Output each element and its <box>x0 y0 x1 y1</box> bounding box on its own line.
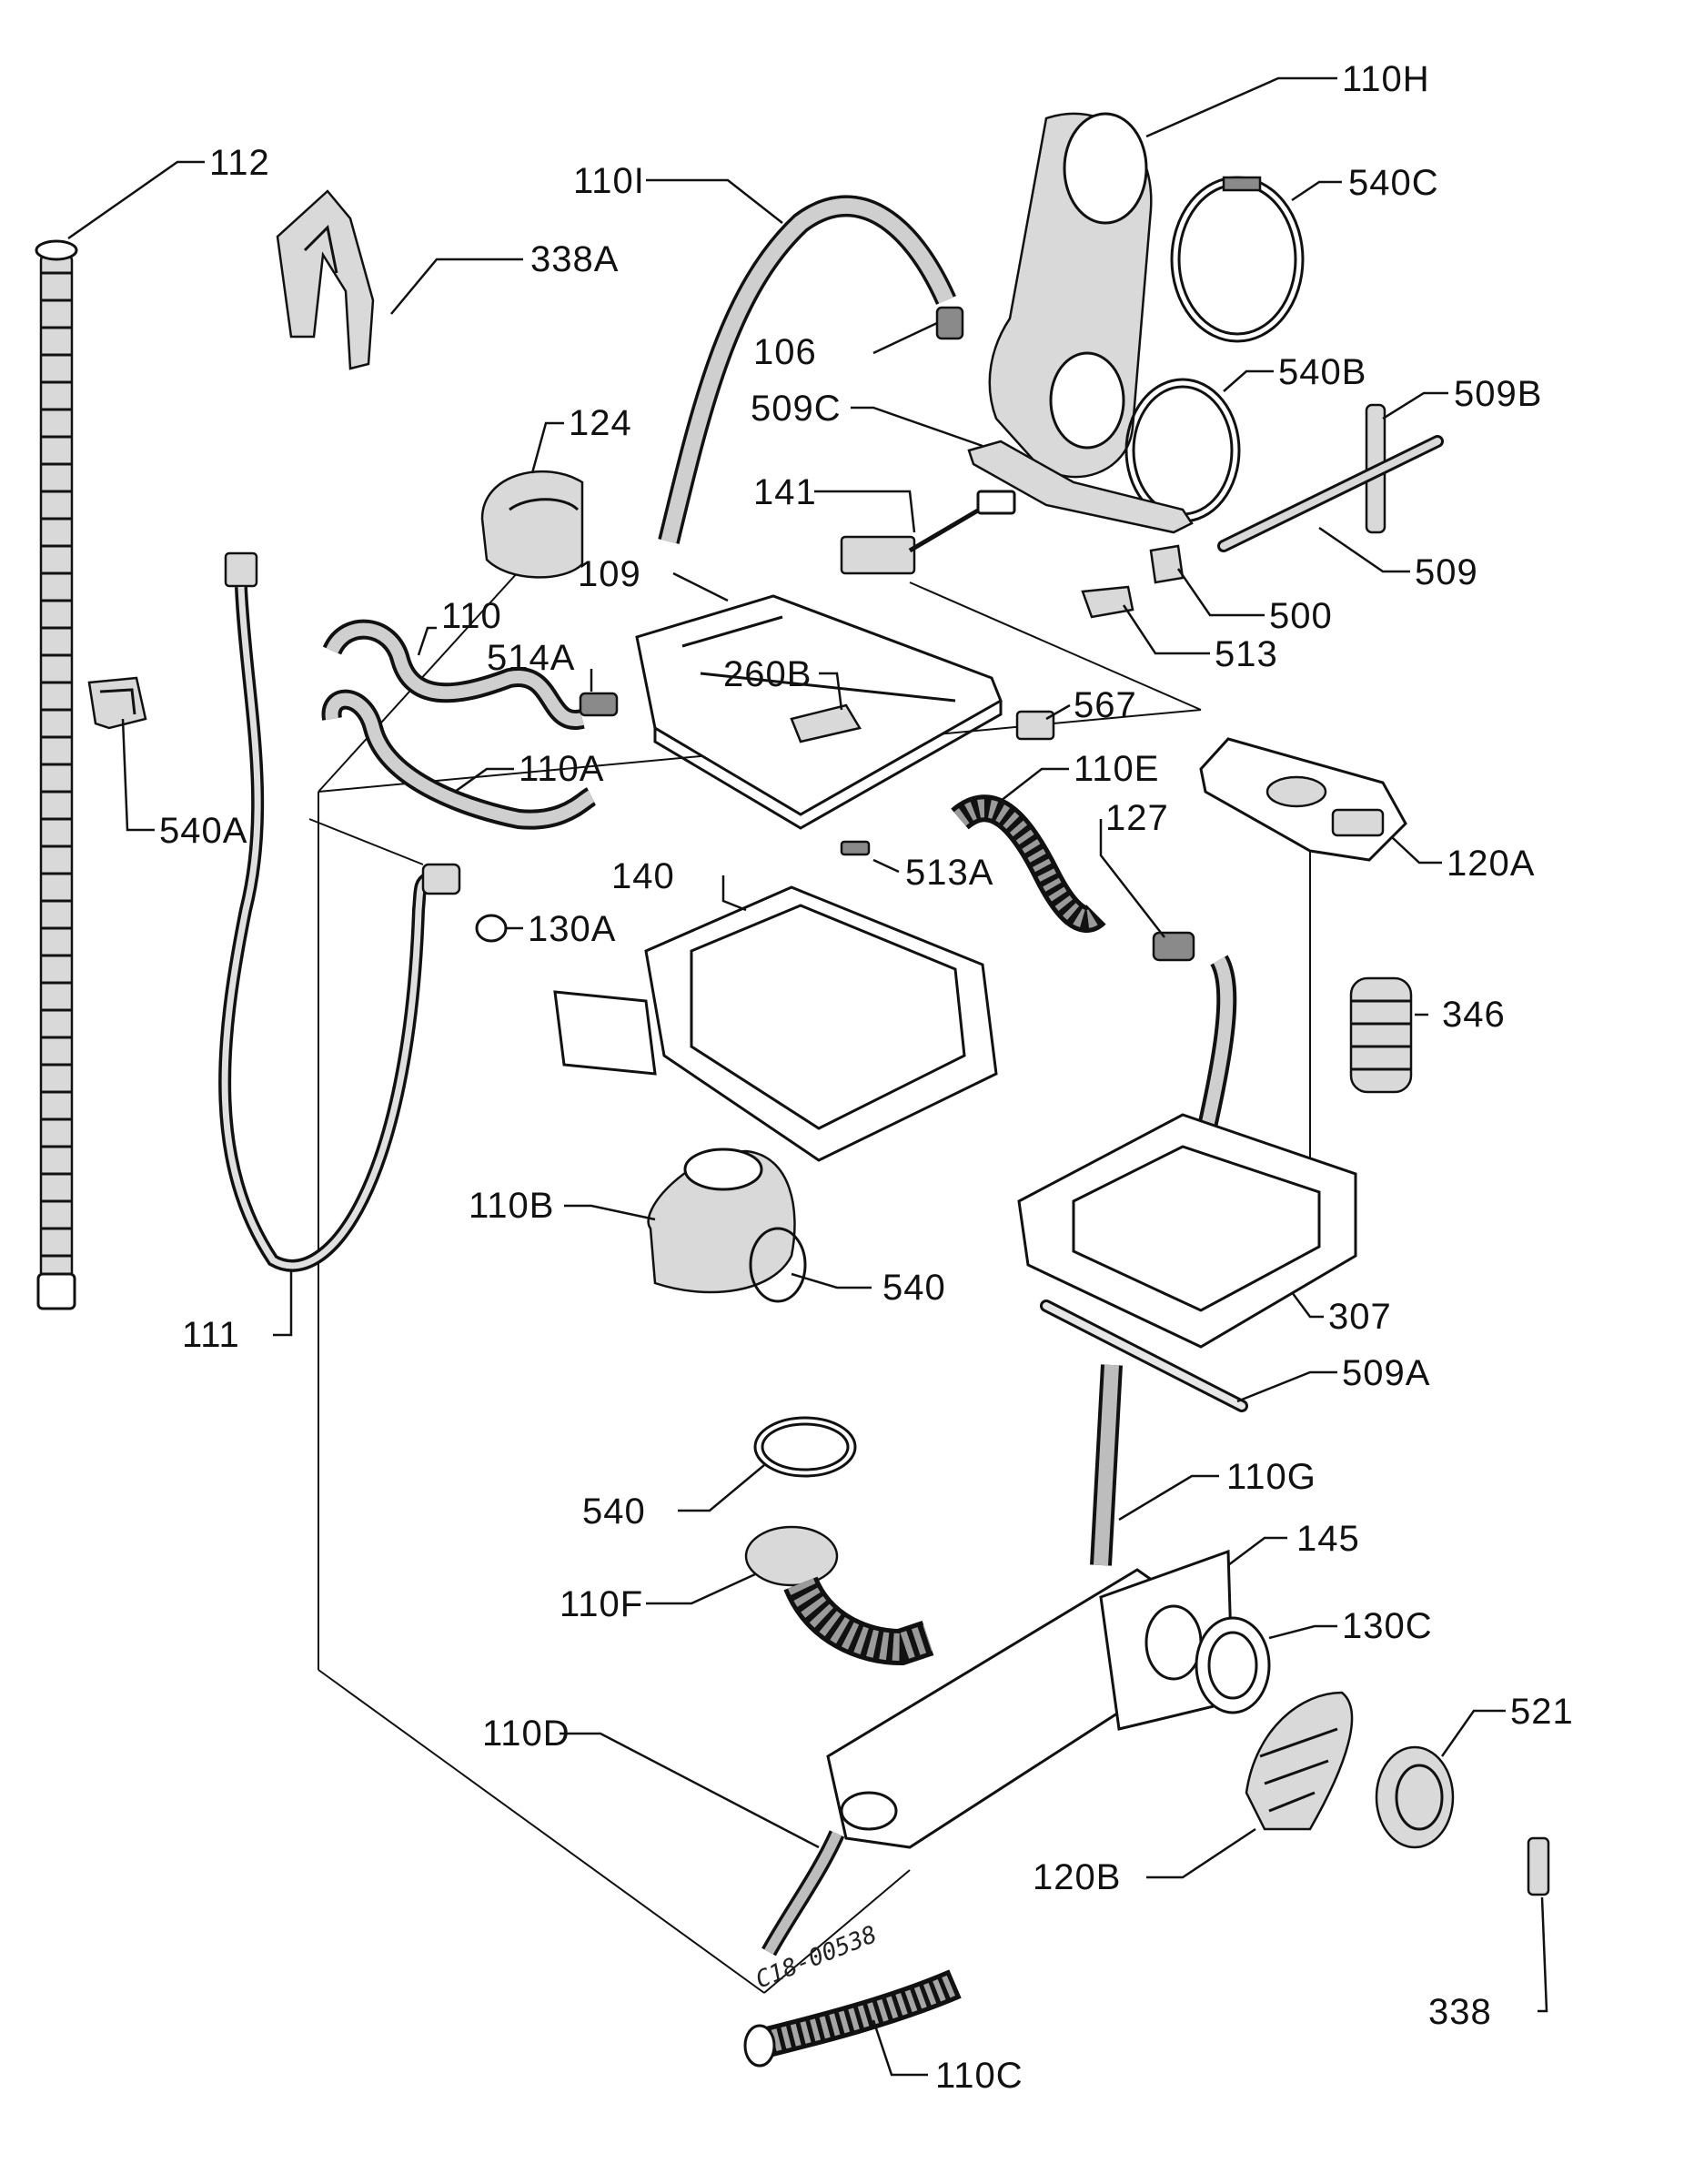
part-260b-bracket <box>790 703 862 743</box>
part-110e-bellows <box>951 794 1106 933</box>
label-110d: 110D <box>482 1714 570 1754</box>
label-514a: 514A <box>487 638 575 678</box>
label-513: 513 <box>1215 634 1278 674</box>
part-513a-clip <box>840 840 871 856</box>
part-110h-duct <box>988 112 1153 479</box>
part-521-filter-cap <box>1375 1745 1455 1849</box>
part-145-sump-body <box>826 1549 1235 1849</box>
part-540c-clamp-ring <box>1170 176 1305 343</box>
label-120a: 120A <box>1447 844 1535 884</box>
part-106-connector <box>935 306 964 340</box>
label-120b: 120B <box>1033 1857 1121 1897</box>
part-338-clip <box>1527 1836 1550 1896</box>
part-346-bellows <box>1349 976 1413 1094</box>
part-500-513-fitting <box>1081 544 1185 619</box>
label-110i: 110I <box>573 161 645 201</box>
label-130a: 130A <box>528 909 616 949</box>
label-145: 145 <box>1296 1519 1360 1559</box>
label-521: 521 <box>1510 1692 1574 1732</box>
part-567-clip <box>1015 710 1055 741</box>
part-110c-drain-hose <box>743 1969 962 2068</box>
part-120b-filter <box>1245 1691 1354 1831</box>
label-338a: 338A <box>530 239 619 279</box>
part-110f-funnel-hose <box>744 1525 934 1666</box>
label-338: 338 <box>1428 1992 1492 2032</box>
part-110b-sump <box>647 1148 796 1294</box>
label-346: 346 <box>1442 995 1506 1035</box>
label-260b: 260B <box>723 654 812 694</box>
label-110g: 110G <box>1226 1457 1316 1497</box>
label-112: 112 <box>209 143 270 183</box>
label-509: 509 <box>1415 552 1478 592</box>
part-130a-washer <box>475 914 508 943</box>
part-110i-hose <box>658 195 956 544</box>
part-109-control-plate <box>635 594 1003 830</box>
label-509a: 509A <box>1342 1353 1430 1393</box>
label-110c: 110C <box>935 2056 1023 2096</box>
label-124: 124 <box>569 403 632 443</box>
label-567: 567 <box>1074 685 1137 725</box>
label-110: 110 <box>441 596 502 636</box>
part-111-supply-hose <box>218 551 461 1272</box>
label-109: 109 <box>578 554 641 594</box>
label-307: 307 <box>1328 1297 1392 1337</box>
label-106: 106 <box>753 332 817 372</box>
label-110a: 110A <box>519 749 604 789</box>
label-500: 500 <box>1269 596 1333 636</box>
label-110e: 110E <box>1074 749 1159 789</box>
part-120a-dispenser-cover <box>1199 737 1407 862</box>
part-307-detergent-drawer <box>1017 1113 1357 1349</box>
label-140: 140 <box>611 856 675 896</box>
label-127: 127 <box>1105 798 1169 838</box>
part-540a-clip <box>87 676 147 730</box>
part-110g-hose <box>1090 1364 1123 1566</box>
part-540-clamp-lower <box>753 1416 857 1478</box>
label-513a: 513A <box>905 853 993 893</box>
part-140-dispenser-housing <box>553 885 998 1162</box>
part-540-clamp-upper <box>749 1227 807 1303</box>
part-110d-hose <box>761 1830 845 1956</box>
part-141-sensor <box>840 490 1016 575</box>
leader-lines <box>67 76 1548 2077</box>
label-130c: 130C <box>1342 1606 1433 1646</box>
label-509c: 509C <box>751 389 842 429</box>
part-112-inlet-hose <box>35 239 78 1310</box>
label-110f: 110F <box>560 1584 643 1624</box>
label-540b: 540B <box>1278 352 1366 392</box>
part-509a-rod <box>1040 1299 1248 1412</box>
part-124-cap <box>480 470 584 579</box>
part-509b-509-rods <box>1217 403 1444 552</box>
label-540: 540 <box>882 1268 946 1308</box>
label-509b: 509B <box>1454 374 1542 414</box>
part-130c-seal-ring <box>1195 1616 1271 1714</box>
part-338a-hose-hanger <box>276 189 375 370</box>
label-141: 141 <box>753 472 817 512</box>
part-number-labels: 112 338A 110I 106 110H 540C 540B 509B 50… <box>159 59 1574 2096</box>
part-509c-lever <box>967 440 1194 534</box>
label-540-lower: 540 <box>582 1491 646 1532</box>
part-514a-fitting <box>579 692 619 717</box>
label-540c: 540C <box>1348 163 1439 203</box>
label-540a: 540A <box>159 811 247 851</box>
label-110b: 110B <box>469 1186 554 1226</box>
label-110h: 110H <box>1342 59 1430 99</box>
label-111: 111 <box>182 1315 240 1355</box>
part-110-110a-hoses <box>321 619 597 830</box>
